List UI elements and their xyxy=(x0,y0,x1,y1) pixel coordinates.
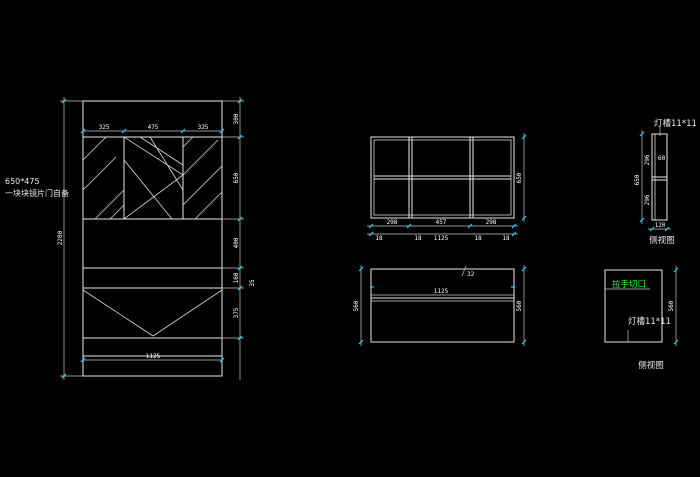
front-width-part-2: 475 xyxy=(148,124,159,131)
top-side-view: 灯槽11*11 650 296 60 296 120 侧视图 xyxy=(634,118,697,246)
top-plan-gap-3: 18 xyxy=(474,235,482,242)
front-width-part-3: 325 xyxy=(198,124,209,131)
top-plan-total-width: 1125 xyxy=(434,235,449,242)
top-side-caption: 侧视图 xyxy=(649,235,675,246)
front-top-dimension: 325 475 325 xyxy=(80,124,225,134)
top-plan-width-1: 298 xyxy=(387,219,398,226)
top-side-part-3: 296 xyxy=(644,194,651,205)
top-plan-width-2: 457 xyxy=(436,219,447,226)
top-side-lamp-label: 灯槽11*11 xyxy=(654,118,697,129)
bottom-plan-right-height: 560 xyxy=(516,300,523,311)
cabinet-outline xyxy=(82,100,223,377)
bottom-plan-total-width: 1125 xyxy=(434,288,449,295)
bottom-side-height: 560 xyxy=(668,300,675,311)
handle-cutout-label: 拉手切口 xyxy=(612,279,646,290)
bottom-side-caption: 侧视图 xyxy=(638,360,664,371)
front-side-dimension: 35 xyxy=(249,279,256,287)
front-total-width: 1125 xyxy=(146,353,161,360)
bottom-plan-left-height: 560 xyxy=(353,300,360,311)
mirror-door-right xyxy=(182,136,223,220)
bottom-side-view: 拉手切口 灯槽11*11 560 侧视图 xyxy=(604,266,679,371)
top-side-part-1: 296 xyxy=(644,154,651,165)
mirror-size-note: 650*475 xyxy=(5,177,40,186)
top-plan-outline xyxy=(370,136,515,219)
top-side-part-2: 60 xyxy=(658,155,666,162)
top-plan-dimensions: 298 457 298 18 18 18 18 1125 650 xyxy=(367,133,527,242)
top-side-height: 650 xyxy=(634,174,641,185)
mirror-door-middle xyxy=(123,136,184,220)
top-plan-gap-1: 18 xyxy=(375,235,383,242)
mirror-door-note: 一块块镜片门自备 xyxy=(5,188,69,198)
top-plan-view xyxy=(370,136,515,219)
front-bottom-dimension: 1125 xyxy=(80,353,225,363)
front-height-part-2: 650 xyxy=(233,172,240,183)
bottom-side-lamp-label: 灯槽11*11 xyxy=(628,316,671,327)
front-height-part-3: 400 xyxy=(233,237,240,248)
bottom-plan-inner-dim: 32 xyxy=(467,271,475,278)
top-plan-width-3: 298 xyxy=(486,219,497,226)
front-width-part-1: 325 xyxy=(99,124,110,131)
top-side-depth: 120 xyxy=(655,222,666,229)
bottom-plan-view: 32 1125 560 560 xyxy=(353,265,527,346)
front-right-dimension: 300 650 400 160 375 35 xyxy=(222,97,256,380)
top-plan-height: 650 xyxy=(516,172,523,183)
bottom-plan-outline xyxy=(370,268,515,343)
mirror-door-left xyxy=(82,136,125,220)
top-plan-gap-2: 18 xyxy=(414,235,422,242)
front-height-part-5: 375 xyxy=(233,307,240,318)
bottom-side-outline xyxy=(604,269,663,343)
front-height-part-1: 300 xyxy=(233,113,240,124)
front-left-dimension: 2200 xyxy=(57,97,83,380)
front-total-height: 2200 xyxy=(57,230,64,245)
top-plan-gap-4: 18 xyxy=(502,235,510,242)
front-height-part-4: 160 xyxy=(233,272,240,283)
front-elevation xyxy=(82,100,223,377)
